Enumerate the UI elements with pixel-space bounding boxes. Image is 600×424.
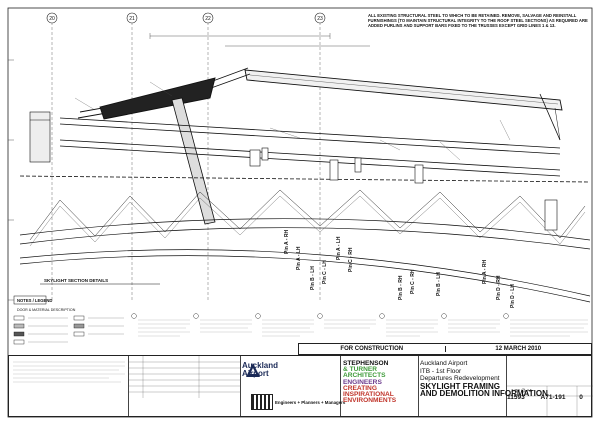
architect-logo-line: INSPIRATIONAL bbox=[343, 391, 394, 399]
consultant-tagline: Engineers + Planners + Managers bbox=[275, 400, 346, 405]
title-block: Engineers + Planners + Managers 1:20 @ A… bbox=[8, 355, 593, 417]
grid-marker bbox=[202, 12, 214, 24]
grid-marker-label: 23 bbox=[317, 16, 323, 22]
member-label: Pin D - LH bbox=[510, 284, 516, 308]
project-level: ITB - 1st Floor bbox=[420, 367, 462, 375]
member-label: Pin B - RH bbox=[398, 275, 404, 300]
construction-date: 12 MARCH 2010 bbox=[495, 346, 542, 352]
grid-marker bbox=[46, 12, 58, 24]
purlin-details bbox=[249, 147, 558, 231]
architect-logo-line: ENVIRONMENTS bbox=[343, 397, 397, 405]
project-client: Auckland Airport bbox=[420, 360, 468, 367]
construction-label: FOR CONSTRUCTION bbox=[299, 346, 446, 352]
project-job: Departures Redevelopment bbox=[420, 375, 500, 383]
drawing-title-line1: SKYLIGHT FRAMING bbox=[420, 381, 500, 391]
existing-eaves bbox=[29, 111, 51, 163]
architect-logo-line: ARCHITECTS bbox=[343, 372, 386, 380]
grid-marker-label: 21 bbox=[129, 16, 135, 22]
drawing-revision: 0 bbox=[579, 394, 583, 401]
consultant-cell: Engineers + Planners + Managers bbox=[241, 356, 345, 416]
client-logo: Auckland Airport bbox=[242, 362, 278, 378]
project-info: Auckland Airport ITB - 1st Floor Departu… bbox=[420, 360, 548, 398]
member-label: Pin A - LH bbox=[336, 236, 342, 260]
truss-diagonals bbox=[29, 189, 586, 247]
skylight-glazing bbox=[244, 69, 563, 141]
consultant-logo-icon bbox=[251, 394, 273, 410]
legend-line: DOOR & MATERIAL DESCRIPTION bbox=[17, 308, 76, 312]
architect-cell bbox=[341, 356, 419, 416]
drawing-title-line2: AND DEMOLITION INFORMATION bbox=[420, 389, 548, 399]
architect-logo-line: & TURNER bbox=[343, 366, 378, 374]
grid-markers: 20 21 22 23 bbox=[46, 12, 326, 24]
grid-marker-label: 22 bbox=[205, 16, 211, 22]
member-labels: Pin A - RH Pin A - LH Pin B - LH Pin C -… bbox=[284, 230, 516, 308]
member-label: Pin B - LH bbox=[310, 266, 316, 290]
client-logo-line1: Auckland bbox=[242, 361, 279, 370]
construction-status-bar: FOR CONSTRUCTION 12 MARCH 2010 bbox=[298, 343, 592, 355]
drawing-number-block: 11593 A71-191 0 bbox=[507, 394, 583, 401]
general-note: ALL EXISTING STRUCTURAL STEEL TO WHICH T… bbox=[368, 14, 588, 28]
ridge-frame bbox=[77, 67, 251, 120]
section-title: SKYLIGHT SECTION DETAILS bbox=[44, 278, 108, 283]
member-label: Pin C - RH bbox=[410, 269, 416, 294]
member-label: Pin C - RH bbox=[348, 247, 354, 272]
grid-marker-label: 20 bbox=[49, 16, 55, 22]
architect-logo: STEPHENSON & TURNER ARCHITECTS ENGINEERS… bbox=[343, 360, 397, 405]
revision-table-cell bbox=[129, 356, 241, 416]
member-label: Pin A - RH bbox=[284, 230, 290, 254]
drawing-number-cell: 1:20 @ A1 bbox=[507, 356, 593, 416]
auckland-airport-logo-icon bbox=[246, 363, 260, 377]
revision-notes-cell bbox=[9, 356, 129, 416]
member-label: Pin B - LH bbox=[436, 272, 442, 296]
member-label: Pin D - RH bbox=[496, 275, 502, 300]
architect-logo-line: CREATING bbox=[343, 384, 377, 392]
drawing-scale: 1:20 @ A1 bbox=[511, 388, 533, 393]
drawing-number: A71-191 bbox=[540, 394, 566, 401]
architect-logo-line: STEPHENSON bbox=[343, 360, 389, 367]
architect-logo-line: ENGINEERS bbox=[343, 378, 382, 386]
job-number: 11593 bbox=[507, 394, 525, 401]
legend-title: NOTES / LEGEND bbox=[17, 298, 52, 303]
project-cell bbox=[419, 356, 507, 416]
sloping-column bbox=[171, 97, 216, 225]
member-label: Pin C - LH bbox=[322, 260, 328, 284]
roof-beams bbox=[19, 117, 591, 183]
client-logo-line2: Airport bbox=[242, 369, 269, 378]
truss-chords bbox=[19, 218, 591, 303]
member-label: Pin A - RH bbox=[482, 260, 488, 284]
member-label: Pin A - LH bbox=[296, 246, 302, 270]
grid-marker bbox=[126, 12, 138, 24]
grid-marker bbox=[314, 12, 326, 24]
